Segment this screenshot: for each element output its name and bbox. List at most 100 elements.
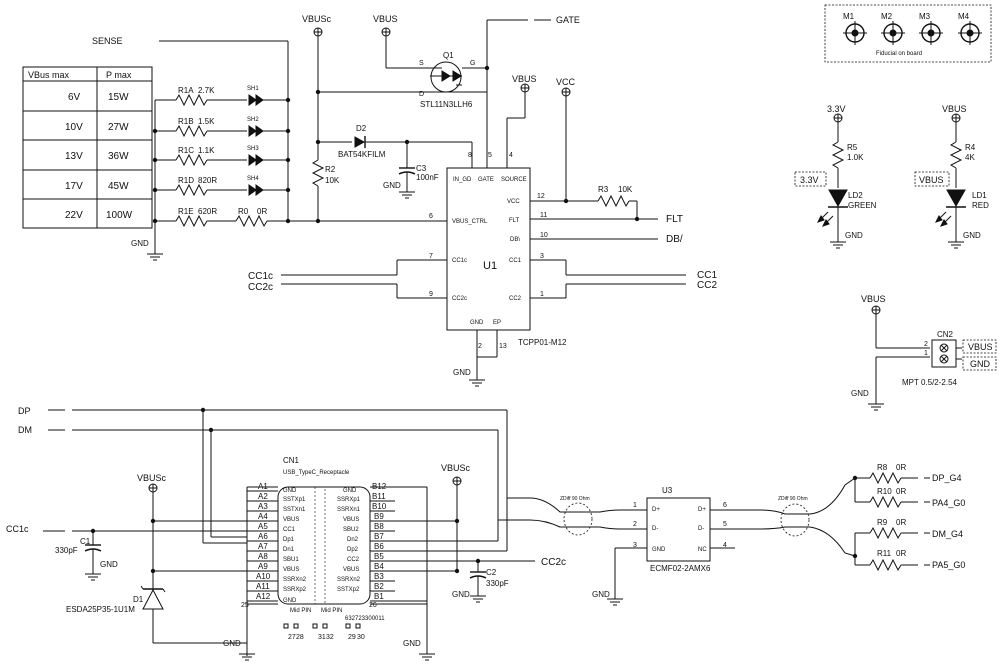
ladder-row-r1a: R1A 2.7K SH1 <box>155 86 288 107</box>
dp-dm-bus: DP DM <box>18 406 508 544</box>
sh3-ref: SH3 <box>247 146 259 152</box>
cn1-pin-name: Dn2 <box>347 537 359 543</box>
cn1-pin-26: 26 <box>369 602 377 609</box>
r1b-ref: R1B <box>178 117 194 126</box>
vbus-label-top: VBUS <box>373 14 398 24</box>
fiducial-label: M4 <box>958 12 970 21</box>
r9-value: 0R <box>896 518 906 527</box>
net-db-label: DB/ <box>666 234 683 245</box>
u3-pin-3: 3 <box>633 542 637 549</box>
gnd-label: GND <box>851 389 869 398</box>
net-cc2c-label-2: CC2c <box>541 557 566 568</box>
vbusc-label-left: VBUSc <box>137 473 167 483</box>
cn1-pin-num: B3 <box>374 572 384 581</box>
table-cell: 15W <box>108 92 129 103</box>
cn1-pin-name: SSRXp1 <box>337 497 361 503</box>
cn1-pin-name: SSRXn2 <box>283 577 307 583</box>
u1-pin-cc1: CC1 <box>509 258 522 264</box>
net-dm-g4-label: DM_G4 <box>932 529 963 539</box>
ladder-row-r1c: R1C 1.1K SH3 <box>155 146 288 167</box>
sh1-ref: SH1 <box>247 86 259 92</box>
ld2-color: GREEN <box>848 201 877 210</box>
u3-pin-5: 5 <box>723 521 727 528</box>
cn1-pin-num: A9 <box>258 562 268 571</box>
table-cell: 45W <box>108 181 129 192</box>
ladder-row-r1d: R1D 820R SH4 <box>155 176 288 197</box>
gnd-label: GND <box>452 590 470 599</box>
cn1-pin-name: VBUS <box>283 517 299 523</box>
cn1-pin-name: SSRXp2 <box>283 587 307 593</box>
cn1-pin-name: SBU2 <box>343 527 359 533</box>
r11-ref: R11 <box>877 549 892 558</box>
fiducial-label: M2 <box>881 12 893 21</box>
led-red-section: VBUS R4 4K VBUS GND LD1 RED <box>914 104 989 249</box>
u1-pin-cc2: CC2 <box>509 296 522 302</box>
gnd-label: GND <box>453 368 471 377</box>
sense-ladder: SENSE GND R1A 2.7K SH1 R1B 1.5K <box>92 36 447 261</box>
gnd-label: GND <box>592 590 610 599</box>
vbus-label-cn2: VBUS <box>861 294 886 304</box>
fiducial-label: M3 <box>919 12 931 21</box>
cn1-pin-name: SSTXp2 <box>337 587 360 593</box>
vbusc-cn1-right: VBUSc CC2c GND C2 330pF <box>441 463 566 603</box>
table-cell: 27W <box>108 122 129 133</box>
gnd-label: GND <box>100 560 118 569</box>
net-cc1c-label-2: CC1c <box>6 524 29 534</box>
q1-pin-g: G <box>470 60 475 67</box>
r4-value: 4K <box>965 153 975 162</box>
r9-ref: R9 <box>877 518 888 527</box>
cn2-pin1: 1 <box>924 350 928 357</box>
zdiff-label: ZDiff 90 Ohm <box>560 496 590 502</box>
u1-pin-6: 6 <box>429 213 433 220</box>
r10-value: 0R <box>896 487 906 496</box>
cn1-pin-29: 29 <box>348 634 356 641</box>
led-green-section: 3.3V R5 1.0K 3.3V GND LD2 GREEN <box>794 104 877 249</box>
cn1-pin-name: SSRXn2 <box>337 577 361 583</box>
d1-part: ESDA25P35-1U1M <box>66 605 135 614</box>
u1-ref: U1 <box>483 260 497 272</box>
cn1-pin-name: SSRXn1 <box>337 507 361 513</box>
ld1-color: RED <box>972 201 989 210</box>
v33-label: 3.3V <box>827 104 846 114</box>
cn1-pin-31: 31 <box>318 634 326 641</box>
cn1-pin-num: A3 <box>258 502 268 511</box>
cn1-ref: CN1 <box>283 456 300 465</box>
u3-pin-6: 6 <box>723 502 727 509</box>
u1-pin-db: DB\ <box>510 237 520 243</box>
table-header-vbus: VBus max <box>28 70 70 80</box>
cn1-mid-pin: Mid PIN <box>321 608 342 614</box>
r1c-value: 1.1K <box>198 146 215 155</box>
net-flt-label: FLT <box>666 214 683 225</box>
c2-value: 330pF <box>486 579 509 588</box>
u1-pin-gate: GATE <box>478 177 494 183</box>
table-cell: 13V <box>65 151 83 162</box>
fiducials: M1 M2 M3 M4 Fiducial on board <box>824 4 992 63</box>
cn1-pin-name: GND <box>343 488 357 494</box>
q1-ref: Q1 <box>443 51 454 60</box>
vbus-label-u1: VBUS <box>512 74 537 84</box>
net-cc1c-label: CC1c <box>248 271 273 282</box>
c3-value: 100nF <box>416 173 439 182</box>
vbusc-section: VBUSc R2 10K D2 BAT54KFILM GND C3 100nF <box>302 14 487 224</box>
u1-pin-2: 2 <box>478 343 482 350</box>
r11-value: 0R <box>896 549 906 558</box>
sh2-ref: SH2 <box>247 117 259 123</box>
r1d-ref: R1D <box>178 176 194 185</box>
table-cell: 100W <box>106 210 133 221</box>
d2-ref: D2 <box>356 124 367 133</box>
cn1-pin-name: Dp1 <box>283 537 295 543</box>
cn1-pin-num: B1 <box>374 592 384 601</box>
table-cell: 36W <box>108 151 129 162</box>
cn1-pin-num: A11 <box>256 582 270 591</box>
r5-ref: R5 <box>847 143 858 152</box>
gnd-label: GND <box>131 239 149 248</box>
net-pa5-g0-label: PA5_G0 <box>932 560 965 570</box>
cn1-mid-pin: Mid PIN <box>290 608 311 614</box>
d2-part: BAT54KFILM <box>338 150 386 159</box>
cn1-pin-num: B2 <box>374 582 384 591</box>
r0-ref: R0 <box>238 207 249 216</box>
r1c-ref: R1C <box>178 146 194 155</box>
cn2-section: VBUS GND 2 1 CN2 MPT 0.5/2-2.54 VBUS GND <box>851 294 997 411</box>
cn1-pin-27: 27 <box>288 634 296 641</box>
gnd-label: GND <box>383 181 401 190</box>
